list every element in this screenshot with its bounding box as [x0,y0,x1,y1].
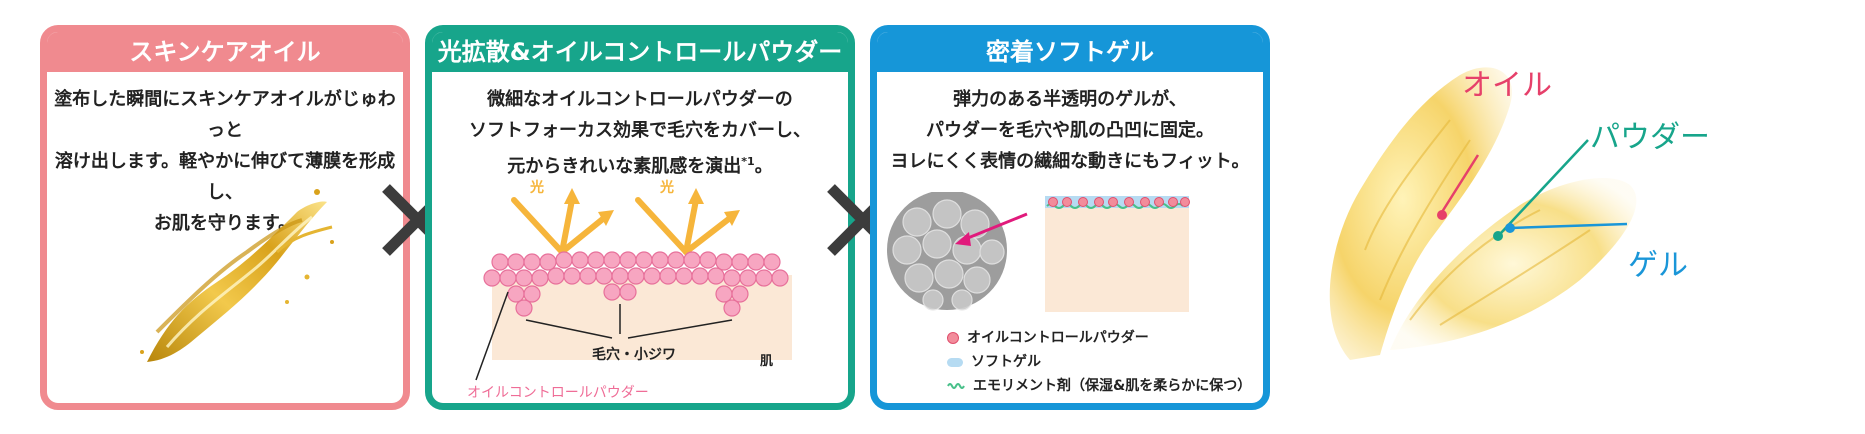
powder-label: オイルコントロールパウダー [467,385,649,401]
product-texture-image [1329,67,1637,360]
card-description: 塗布した瞬間にスキンケアオイルがじゅわっと 溶け出します。軽やかに伸びて薄膜を形… [47,84,403,239]
description-line: お肌を守ります。 [153,213,297,234]
description-line: 元からきれいな素肌感を演出*1。 [507,155,773,177]
oil-label: オイル [1462,68,1552,103]
description-line: パウダーを毛穴や肌の凸凹に固定。 [926,120,1214,141]
card-title: 密着ソフトゲル [877,32,1263,72]
description-line: 弾力のある半透明のゲルが、 [953,89,1187,110]
gel-swatch-icon [947,357,963,367]
skin-layer [1045,208,1189,312]
powder-diagram [475,188,792,381]
soft-gel-card: 密着ソフトゲル 弾力のある半透明のゲルが、 パウダーを毛穴や肌の凸凹に固定。 ヨ… [870,25,1270,410]
description-line: 塗布した瞬間にスキンケアオイルがじゅわっと [54,89,396,141]
powder-card: 光拡散&オイルコントロールパウダー 微細なオイルコントロールパウダーの ソフトフ… [425,25,855,410]
description-line: 溶け出します。軽やかに伸びて薄膜を形成し、 [54,151,396,203]
powder-particles [483,251,789,317]
gel-diagram [887,192,1190,312]
legend-item-gel: ソフトゲル [947,352,1041,372]
powder-swatch-icon [947,332,959,344]
skincare-oil-card: スキンケアオイル 塗布した瞬間にスキンケアオイルがじゅわっと 溶け出します。軽や… [40,25,410,410]
legend-item-emollient: エモリメント剤（保湿&肌を柔らかに保つ） [947,376,1251,396]
light-arrow-icon [635,197,733,255]
description-line: ソフトフォーカス効果で毛穴をカバーし、 [469,120,811,141]
light-label: 光 [530,180,544,196]
emollient-wave-icon [947,383,965,389]
oil-splash-image [140,189,334,362]
light-arrow-icon [511,197,607,255]
light-label: 光 [660,180,674,196]
gel-label: ゲル [1628,248,1688,283]
skin-label: 肌 [760,354,774,369]
legend-item-powder: オイルコントロールパウダー [947,328,1149,348]
card-description: 微細なオイルコントロールパウダーの ソフトフォーカス効果で毛穴をカバーし、 元か… [432,84,848,182]
description-line: ヨレにくく表情の繊細な動きにもフィット。 [890,151,1250,172]
pore-label: 毛穴・小ジワ [592,347,676,363]
card-title: 光拡散&オイルコントロールパウダー [432,32,848,72]
powder-label: パウダー [1590,120,1710,155]
card-title: スキンケアオイル [47,32,403,72]
card-description: 弾力のある半透明のゲルが、 パウダーを毛穴や肌の凸凹に固定。 ヨレにくく表情の繊… [877,84,1263,177]
description-line: 微細なオイルコントロールパウダーの [487,89,793,110]
